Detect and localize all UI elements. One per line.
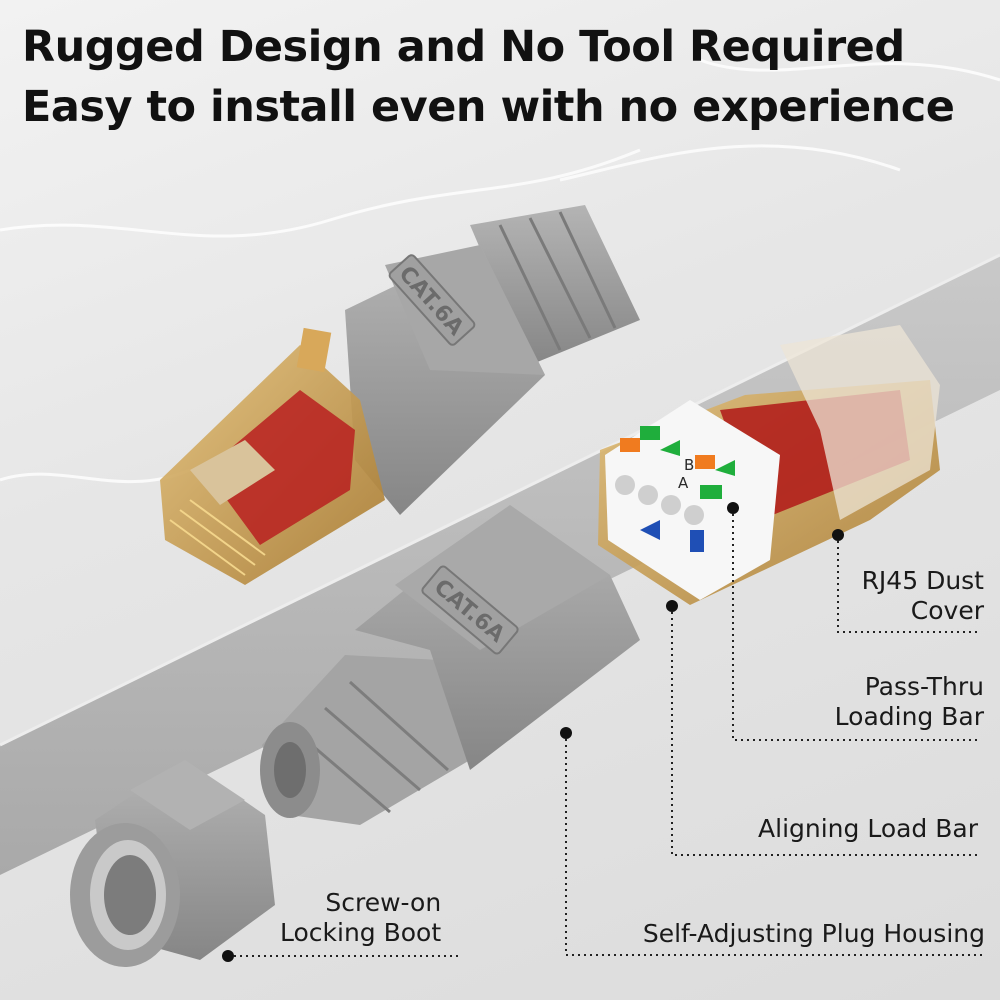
callout-locking-boot: Screw-on Locking Boot: [280, 888, 441, 948]
callout-pass-thru: Pass-Thru Loading Bar: [835, 672, 984, 732]
headline-line-2: Easy to install even with no experience: [22, 82, 955, 132]
callout-dust-cover-line2: Cover: [910, 596, 984, 625]
contact-module: B A: [598, 325, 940, 605]
contact-letter-b: B: [684, 456, 694, 474]
locking-boot: [70, 760, 275, 967]
callout-aligning-load-bar: Aligning Load Bar: [758, 814, 978, 843]
marble-background: [0, 58, 1000, 484]
callout-locking-boot-line2: Locking Boot: [280, 918, 442, 947]
callout-plug-housing: Self-Adjusting Plug Housing: [642, 919, 985, 948]
headline-line-1: Rugged Design and No Tool Required: [22, 22, 905, 72]
callout-dust-cover-line1: RJ45 Dust: [861, 566, 984, 595]
callout-dust-cover: RJ45 Dust Cover: [862, 566, 984, 626]
callout-pass-thru-line2: Loading Bar: [834, 702, 984, 731]
assembled-plug: CAT.6A: [160, 205, 640, 585]
leader-dots: [222, 502, 844, 962]
color-code-tabs: [620, 426, 735, 552]
callout-pass-thru-line1: Pass-Thru: [864, 672, 984, 701]
contact-letter-a: A: [678, 474, 689, 492]
leader-lines: [228, 508, 985, 957]
callout-locking-boot-line1: Screw-on: [325, 888, 442, 917]
plug-housing: CAT.6A: [260, 505, 640, 825]
